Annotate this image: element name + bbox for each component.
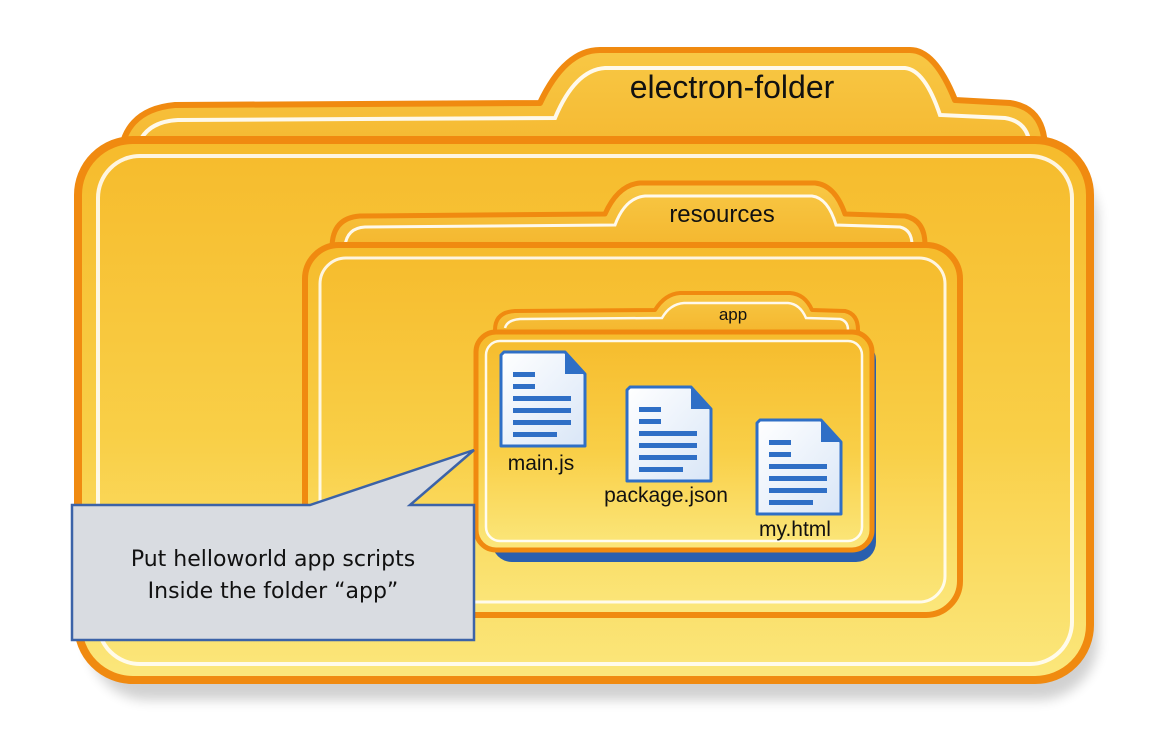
callout-text-line-2: Inside the folder “app” [148, 579, 399, 604]
folder-back-highlight [133, 66, 1032, 161]
callout-text-line-1: Put helloworld app scripts [131, 547, 415, 572]
folder-back-highlight [343, 194, 914, 247]
file-label: main.js [508, 452, 575, 475]
folder-front-highlight [484, 339, 864, 543]
folder-front-highlight [96, 154, 1074, 666]
file-label: my.html [759, 518, 831, 541]
file-package-json[interactable]: package.json [604, 385, 728, 507]
folder-back-highlight [503, 301, 850, 331]
file-main-js[interactable]: main.js [499, 350, 587, 475]
file-my-html[interactable]: my.html [755, 418, 843, 541]
folder-label-electron-folder: electron-folder [630, 69, 835, 105]
document-icon [625, 385, 713, 483]
document-icon [755, 418, 843, 516]
folder-front-highlight [318, 256, 947, 604]
callout-bubble [70, 448, 476, 642]
file-label: package.json [604, 484, 728, 507]
callout-note: Put helloworld app scripts Inside the fo… [70, 448, 476, 642]
document-icon [499, 350, 587, 448]
folder-label-app: app [719, 305, 747, 324]
folder-label-resources: resources [669, 201, 774, 228]
